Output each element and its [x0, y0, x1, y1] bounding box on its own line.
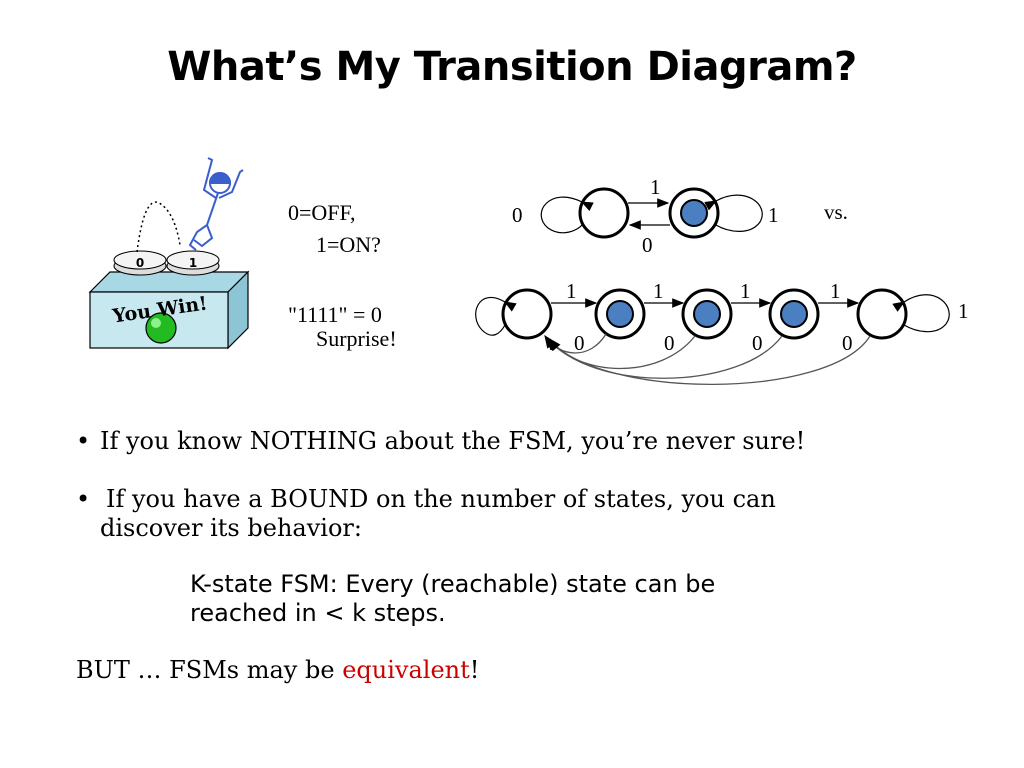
fsm-state-off	[578, 187, 630, 239]
page-title: What’s My Transition Diagram?	[167, 44, 857, 90]
button-1-icon	[166, 250, 220, 276]
but-statement: BUT … FSMs may be equivalent!	[76, 656, 479, 684]
jump-arc	[136, 201, 181, 253]
back-label-2: 0	[664, 331, 675, 355]
bullet-dot: •	[76, 427, 91, 455]
bullet-1: • If you know NOTHING about the FSM, you…	[76, 427, 806, 456]
bullet-1-text: If you know NOTHING about the FSM, you’r…	[100, 427, 806, 455]
forward-label-4: 1	[830, 279, 841, 303]
top-self-loop-left-label: 0	[512, 203, 523, 227]
fsm-state-1	[501, 288, 553, 340]
button-0-icon	[113, 250, 167, 276]
bottom-fsm	[475, 288, 950, 386]
surprise-line1: "1111" = 0	[288, 302, 382, 327]
stick-figure-icon	[188, 157, 244, 251]
bottom-self-loop-right	[892, 294, 950, 333]
but-highlight: equivalent	[342, 656, 470, 684]
legend-line1: 0=OFF,	[288, 200, 356, 225]
self-loop-left	[540, 196, 594, 234]
top-arrow-label: 1	[650, 175, 661, 199]
self-loop-right	[704, 194, 763, 232]
kstate-line2: reached in < k steps.	[190, 599, 446, 627]
bullet-2-line2: discover its behavior:	[100, 514, 362, 542]
bullet-dot: •	[76, 485, 91, 513]
kstate-line1: K-state FSM: Every (reachable) state can…	[190, 570, 716, 598]
vs-label: vs.	[824, 200, 848, 224]
you-win-box	[88, 270, 250, 350]
back-label-3: 0	[752, 331, 763, 355]
back-label-4: 0	[842, 331, 853, 355]
surprise-line2: Surprise!	[316, 326, 397, 351]
bottom-self-loop-left	[475, 296, 517, 336]
bullet-2-line1: If you have a BOUND on the number of sta…	[106, 485, 776, 513]
top-fsm	[540, 187, 763, 239]
bottom-arrow-label: 0	[642, 233, 653, 257]
fsm-state-5	[856, 288, 908, 340]
button-left-label: 0	[136, 256, 144, 270]
bottom-self-loop-right-label: 1	[958, 299, 969, 323]
forward-label-3: 1	[740, 279, 751, 303]
but-suffix: !	[469, 656, 480, 684]
button-right-label: 1	[189, 256, 197, 270]
legend-line2: 1=ON?	[316, 232, 381, 257]
back-label-1: 0	[574, 331, 585, 355]
but-prefix: BUT … FSMs may be	[76, 656, 343, 684]
top-self-loop-right-label: 1	[768, 203, 779, 227]
illustration-and-diagrams: You Win! 0 1 0 1 0 1 vs.	[88, 157, 969, 386]
forward-label-1: 1	[566, 279, 577, 303]
bullet-2: • If you have a BOUND on the number of s…	[76, 485, 776, 514]
forward-label-2: 1	[653, 279, 664, 303]
